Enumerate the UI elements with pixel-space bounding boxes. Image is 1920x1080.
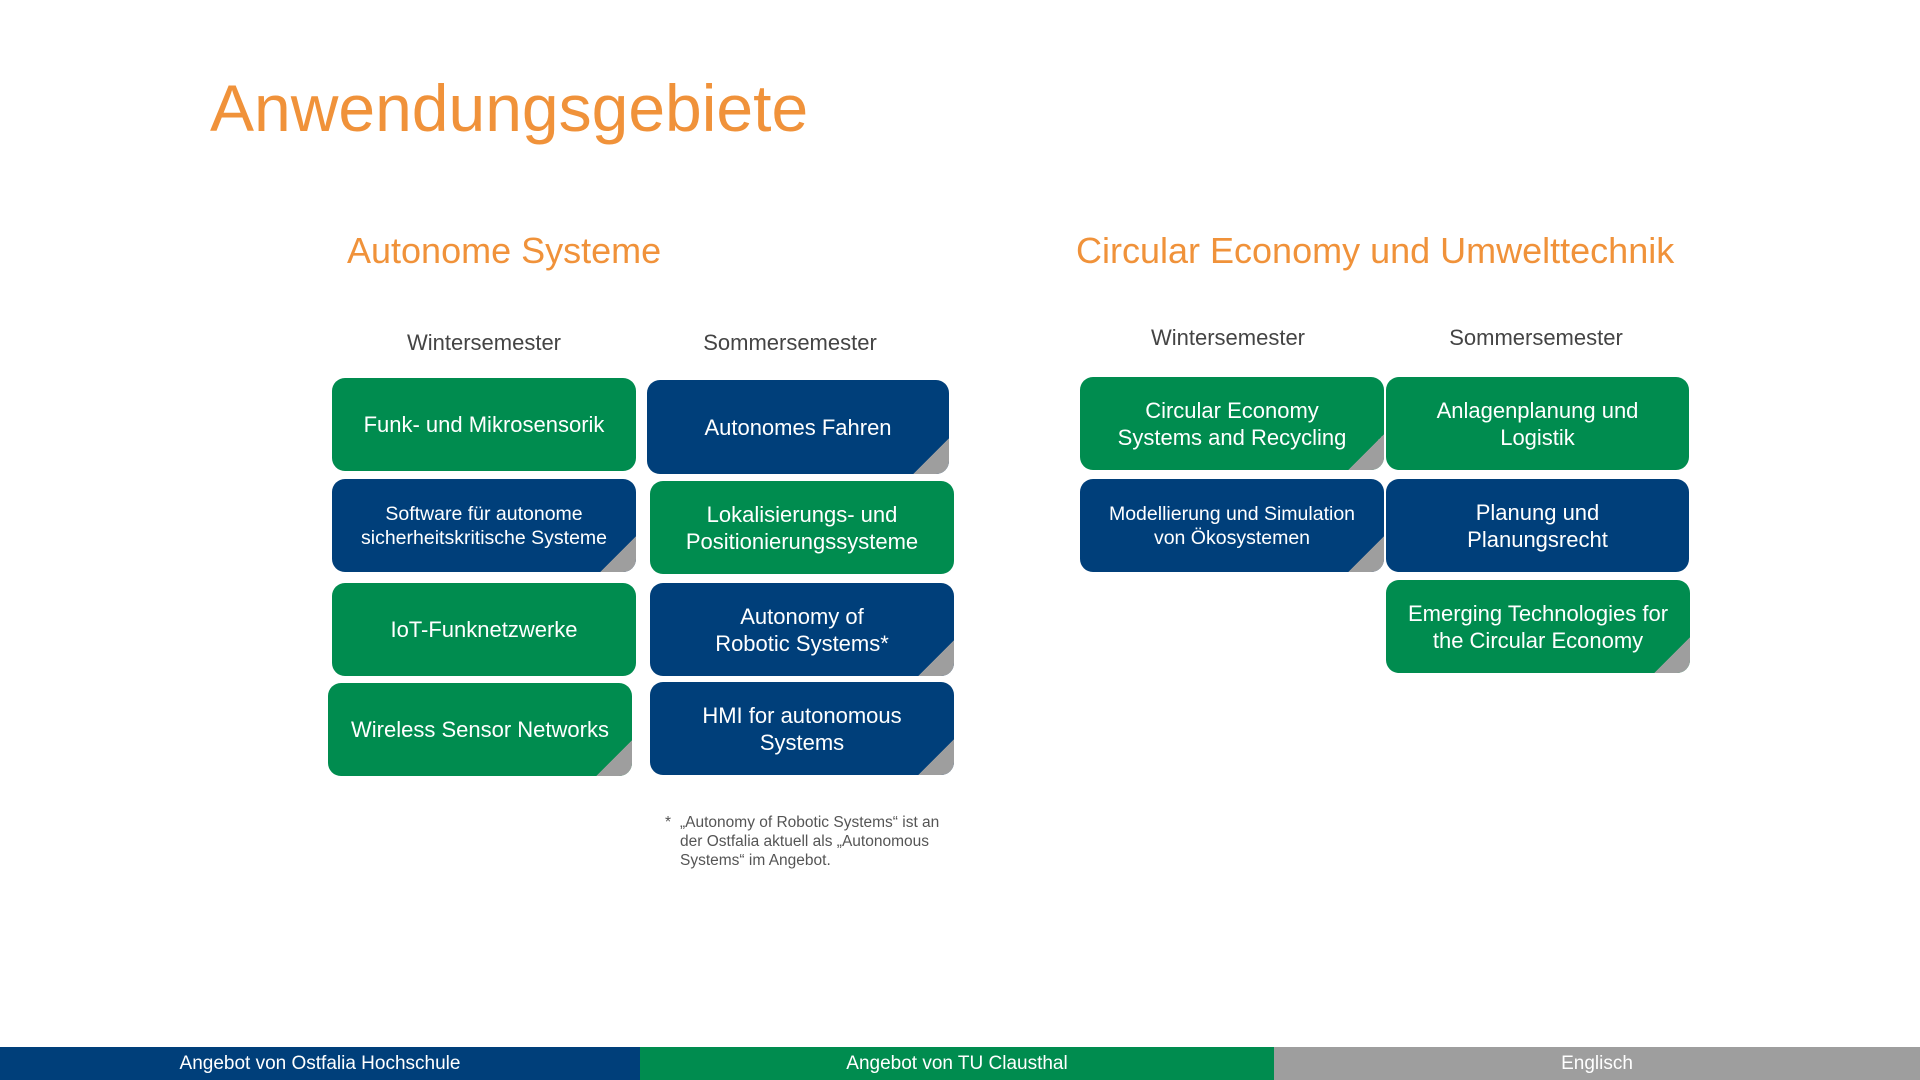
section-heading-circular-economy: Circular Economy und Umwelttechnik: [1076, 230, 1675, 271]
course-tile[interactable]: Autonomy of Robotic Systems*: [650, 583, 954, 676]
legend-english: Englisch: [1274, 1047, 1920, 1080]
legend-bar: Angebot von Ostfalia Hochschule Angebot …: [0, 1047, 1920, 1080]
course-label: Autonomes Fahren: [704, 414, 892, 440]
course-label: Funk- und Mikrosensorik: [363, 412, 605, 437]
legend-ostfalia: Angebot von Ostfalia Hochschule: [0, 1047, 640, 1080]
english-corner-icon: [600, 536, 636, 572]
course-label: Planung und Planungsrecht: [1467, 499, 1608, 552]
course-label: IoT-Funknetzwerke: [390, 617, 578, 642]
course-tile[interactable]: IoT-Funknetzwerke: [332, 583, 636, 676]
legend-clausthal: Angebot von TU Clausthal: [640, 1047, 1274, 1080]
course-label: Wireless Sensor Networks: [351, 717, 609, 742]
english-corner-icon: [913, 438, 949, 474]
page-title: Anwendungsgebiete: [210, 71, 809, 145]
footnote: * „Autonomy of Robotic Systems“ ist an d…: [665, 813, 965, 870]
english-corner-icon: [918, 739, 954, 775]
sommersemester-label: Sommersemester: [1449, 325, 1623, 350]
english-corner-icon: [1348, 434, 1384, 470]
english-corner-icon: [1654, 637, 1690, 673]
footnote-text: „Autonomy of Robotic Systems“ ist an der…: [680, 814, 940, 869]
course-label: Circular Economy Systems and Recycling: [1117, 397, 1347, 450]
wintersemester-label: Wintersemester: [1150, 325, 1306, 350]
course-label: HMI for autonomous Systems: [702, 702, 902, 755]
course-tile[interactable]: Software für autonome sicherheitskritisc…: [332, 479, 636, 572]
english-corner-icon: [918, 640, 954, 676]
english-corner-icon: [1348, 536, 1384, 572]
course-tile[interactable]: Emerging Technologies for the Circular E…: [1386, 580, 1690, 673]
course-label: Emerging Technologies for the Circular E…: [1407, 600, 1669, 653]
section-heading-autonome-systeme: Autonome Systeme: [347, 230, 662, 271]
wintersemester-label: Wintersemester: [406, 330, 562, 355]
course-tile[interactable]: Funk- und Mikrosensorik: [332, 378, 636, 471]
course-label: Modellierung und Simulation von Ökosyste…: [1108, 502, 1356, 549]
course-label: Lokalisierungs- und Positionierungssyste…: [685, 501, 919, 554]
course-tile[interactable]: Wireless Sensor Networks: [328, 683, 632, 776]
course-tile[interactable]: HMI for autonomous Systems: [650, 682, 954, 775]
course-label: Autonomy of Robotic Systems*: [715, 603, 889, 656]
footnote-marker: *: [665, 814, 672, 831]
course-tile[interactable]: Modellierung und Simulation von Ökosyste…: [1080, 479, 1384, 572]
course-tile[interactable]: Autonomes Fahren: [647, 380, 949, 474]
course-label: Software für autonome sicherheitskritisc…: [361, 502, 607, 549]
course-tile[interactable]: Planung und Planungsrecht: [1386, 479, 1689, 572]
course-tile[interactable]: Lokalisierungs- und Positionierungssyste…: [650, 481, 954, 574]
course-label: Anlagenplanung und Logistik: [1436, 397, 1639, 450]
course-tile[interactable]: Circular Economy Systems and Recycling: [1080, 377, 1384, 470]
course-tile[interactable]: Anlagenplanung und Logistik: [1386, 377, 1689, 470]
english-corner-icon: [596, 740, 632, 776]
sommersemester-label: Sommersemester: [703, 330, 877, 355]
